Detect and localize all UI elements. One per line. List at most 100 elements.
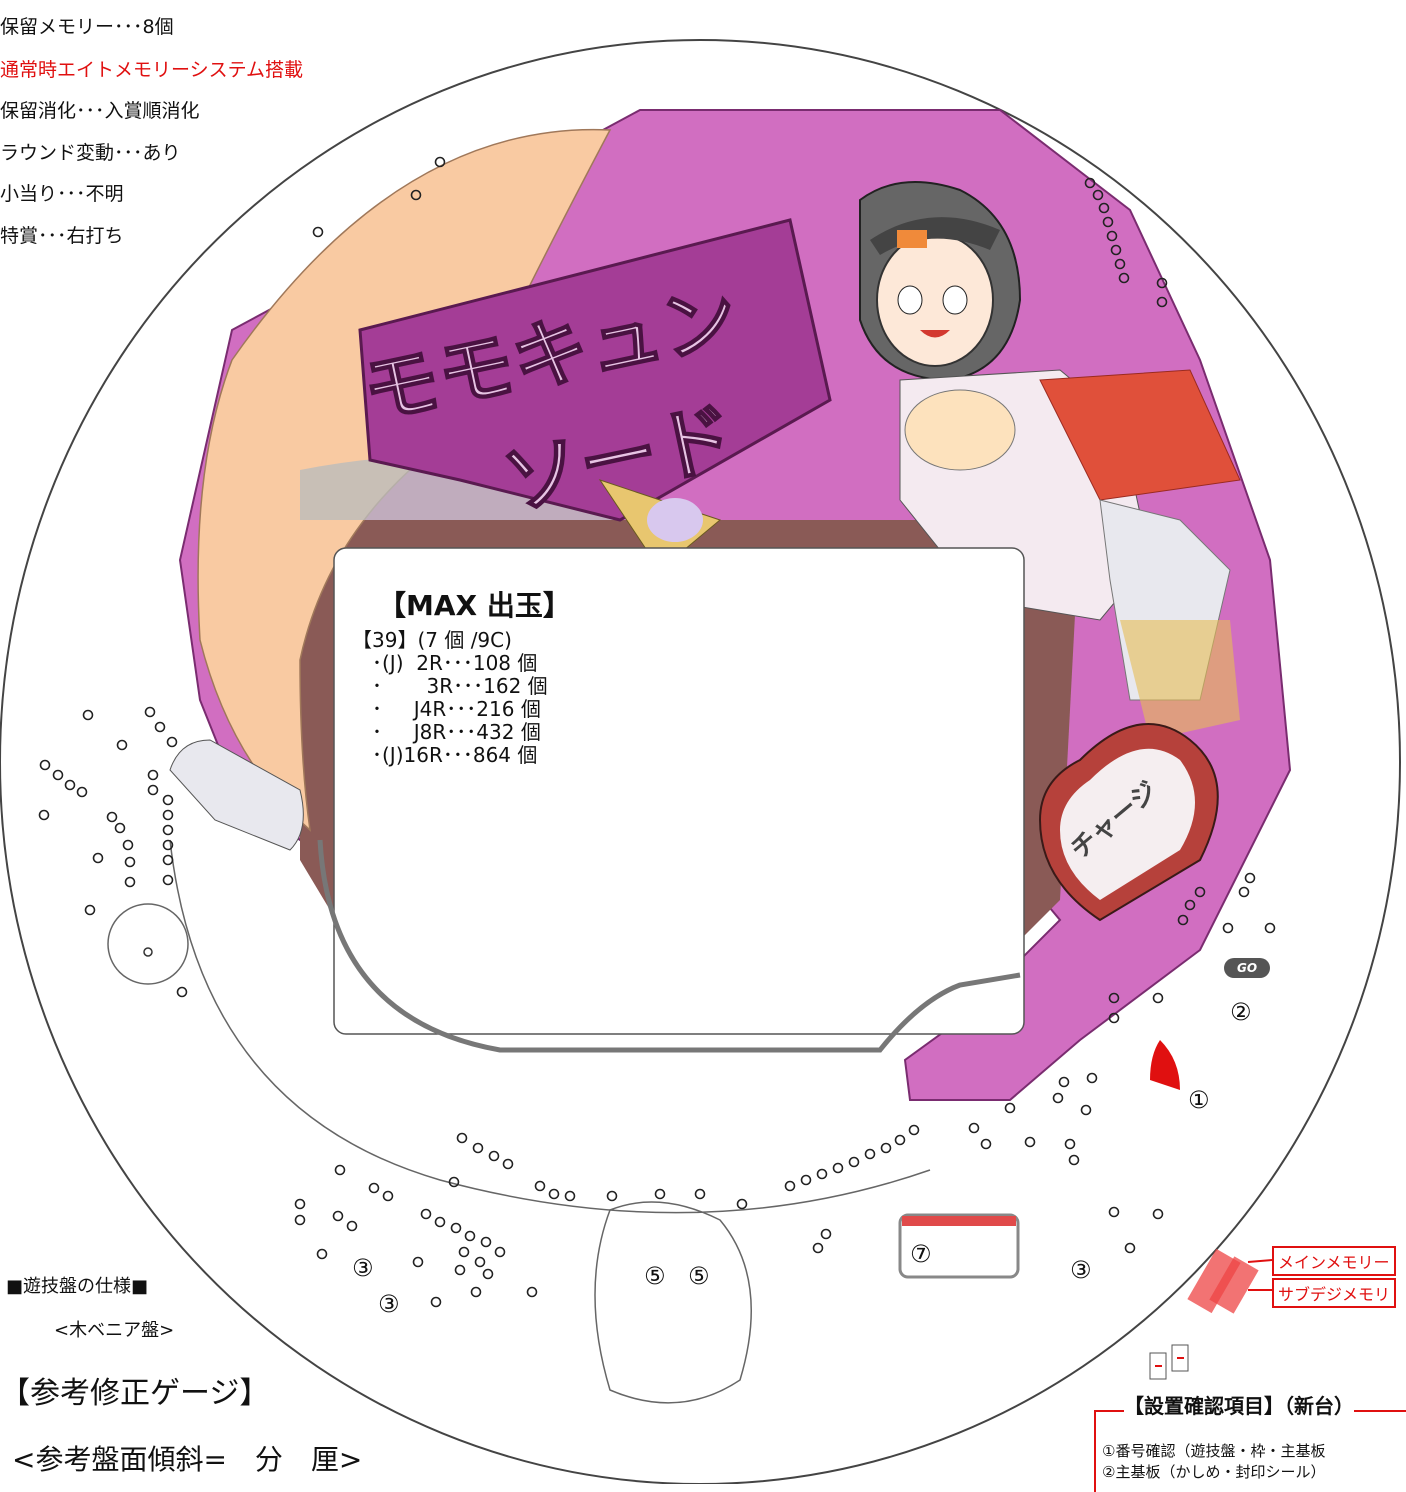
max-line: ･(J) 2R･･･108 個 [372, 651, 538, 675]
nail [1024, 1136, 1036, 1148]
outer-rail [169, 839, 931, 1214]
nail [1004, 1102, 1016, 1114]
character-illustration [859, 181, 1241, 740]
nail [434, 156, 446, 168]
nail [144, 706, 156, 718]
nail [162, 854, 174, 866]
nail [106, 811, 118, 823]
nail [1222, 922, 1234, 934]
pocket-7-bar [902, 1216, 1016, 1226]
nail [1108, 992, 1120, 1004]
nail [800, 1174, 812, 1186]
spec-hold-memory: 保留メモリー･･･8個 [0, 16, 174, 38]
nail [480, 1236, 492, 1248]
lcd-screen [333, 547, 1025, 1035]
nail [1108, 1206, 1120, 1218]
pocket-label-5b: ⑤ [688, 1262, 710, 1290]
nail [908, 1124, 920, 1136]
nail [162, 839, 174, 851]
nail [458, 1246, 470, 1258]
nail [64, 779, 76, 791]
nail [1080, 1104, 1092, 1116]
nail [448, 1176, 460, 1188]
nail [968, 1122, 980, 1134]
nail [116, 739, 128, 751]
nail [1058, 1076, 1070, 1088]
nail [482, 1268, 494, 1280]
nail [534, 1180, 546, 1192]
left-rail-cap [169, 739, 304, 851]
nail [1108, 1012, 1120, 1024]
nails [38, 156, 1276, 1308]
spec-round-change: ラウンド変動･･･あり [0, 142, 181, 164]
nail [52, 769, 64, 781]
nail [812, 1242, 824, 1254]
spec-small-hit: 小当り･･･不明 [0, 183, 124, 205]
nail [606, 1190, 618, 1202]
nail [1098, 202, 1110, 214]
nail [820, 1228, 832, 1240]
nail [1244, 872, 1256, 884]
nail [848, 1156, 860, 1168]
max-line: ･(J)16R･･･864 個 [372, 743, 538, 767]
nail [430, 1296, 442, 1308]
nail [1064, 1138, 1076, 1150]
nail [147, 769, 159, 781]
game-logo [358, 218, 832, 571]
nail [162, 794, 174, 806]
pocket-label-5a: ⑤ [644, 1262, 666, 1290]
nail [39, 759, 51, 771]
pocket-label-2: ② [1230, 998, 1252, 1026]
spec-hold-consume: 保留消化･･･入賞順消化 [0, 100, 200, 122]
install-checklist: 【設置確認項目】（新台） ①番号確認（遊技盤・枠・主基板 ②主基板（かしめ・封印… [1094, 1390, 1406, 1492]
nail [464, 1230, 476, 1242]
nail [294, 1214, 306, 1226]
nail [162, 809, 174, 821]
checklist-item: ①番号確認（遊技盤・枠・主基板 [1102, 1442, 1326, 1460]
nail [1118, 272, 1130, 284]
nail [1152, 1208, 1164, 1220]
max-line: ･ 3R･･･162 個 [372, 674, 548, 698]
nail [1102, 216, 1114, 228]
nail [1156, 277, 1168, 289]
nail [1106, 230, 1118, 242]
stage-rail [317, 839, 1021, 1053]
spec-eight-memory: 通常時エイトメモリーシステム搭載 [0, 59, 304, 81]
nail [736, 1198, 748, 1210]
nail [472, 1142, 484, 1154]
max-lines: ･(J) 2R･･･108 個 ･ 3R･･･162 個 ･ J4R･･･216… [372, 652, 548, 767]
nail [76, 786, 88, 798]
nail [147, 784, 159, 796]
max-title: 【MAX 出玉】 [378, 589, 571, 622]
nail [166, 736, 178, 748]
nail [38, 809, 50, 821]
nail [1156, 296, 1168, 308]
max-line: ･ J8R･･･432 個 [372, 720, 541, 744]
board-spec-title: ■遊技盤の仕様■ [6, 1276, 149, 1297]
board-spec-type: <木ベニア盤> [54, 1320, 175, 1341]
nail [864, 1148, 876, 1160]
nail [124, 856, 136, 868]
nail [162, 824, 174, 836]
nail [1152, 992, 1164, 1004]
pocket-label-3a: ③ [352, 1254, 374, 1282]
nail [816, 1168, 828, 1180]
nail [122, 839, 134, 851]
pocket-7-box [898, 1213, 1020, 1279]
nail [1177, 914, 1189, 926]
go-badge: GO [1224, 958, 1270, 978]
gauge-title: 【参考修正ゲージ】 [0, 1376, 270, 1411]
nail [694, 1188, 706, 1200]
nail [124, 876, 136, 888]
spec-special: 特賞･･･右打ち [0, 225, 124, 247]
memory-chips [1187, 1248, 1273, 1314]
nail [368, 1182, 380, 1194]
board-outline [0, 39, 1401, 1484]
nail [564, 1190, 576, 1202]
nail [434, 1216, 446, 1228]
max-payout-panel: 【MAX 出玉】 【39】(7 個 /9C) ･(J) 2R･･･108 個 ･… [334, 548, 1024, 1034]
nail [410, 189, 422, 201]
left-windmill [107, 903, 189, 985]
nail [382, 1190, 394, 1202]
pocket-label-3b: ③ [378, 1290, 400, 1318]
